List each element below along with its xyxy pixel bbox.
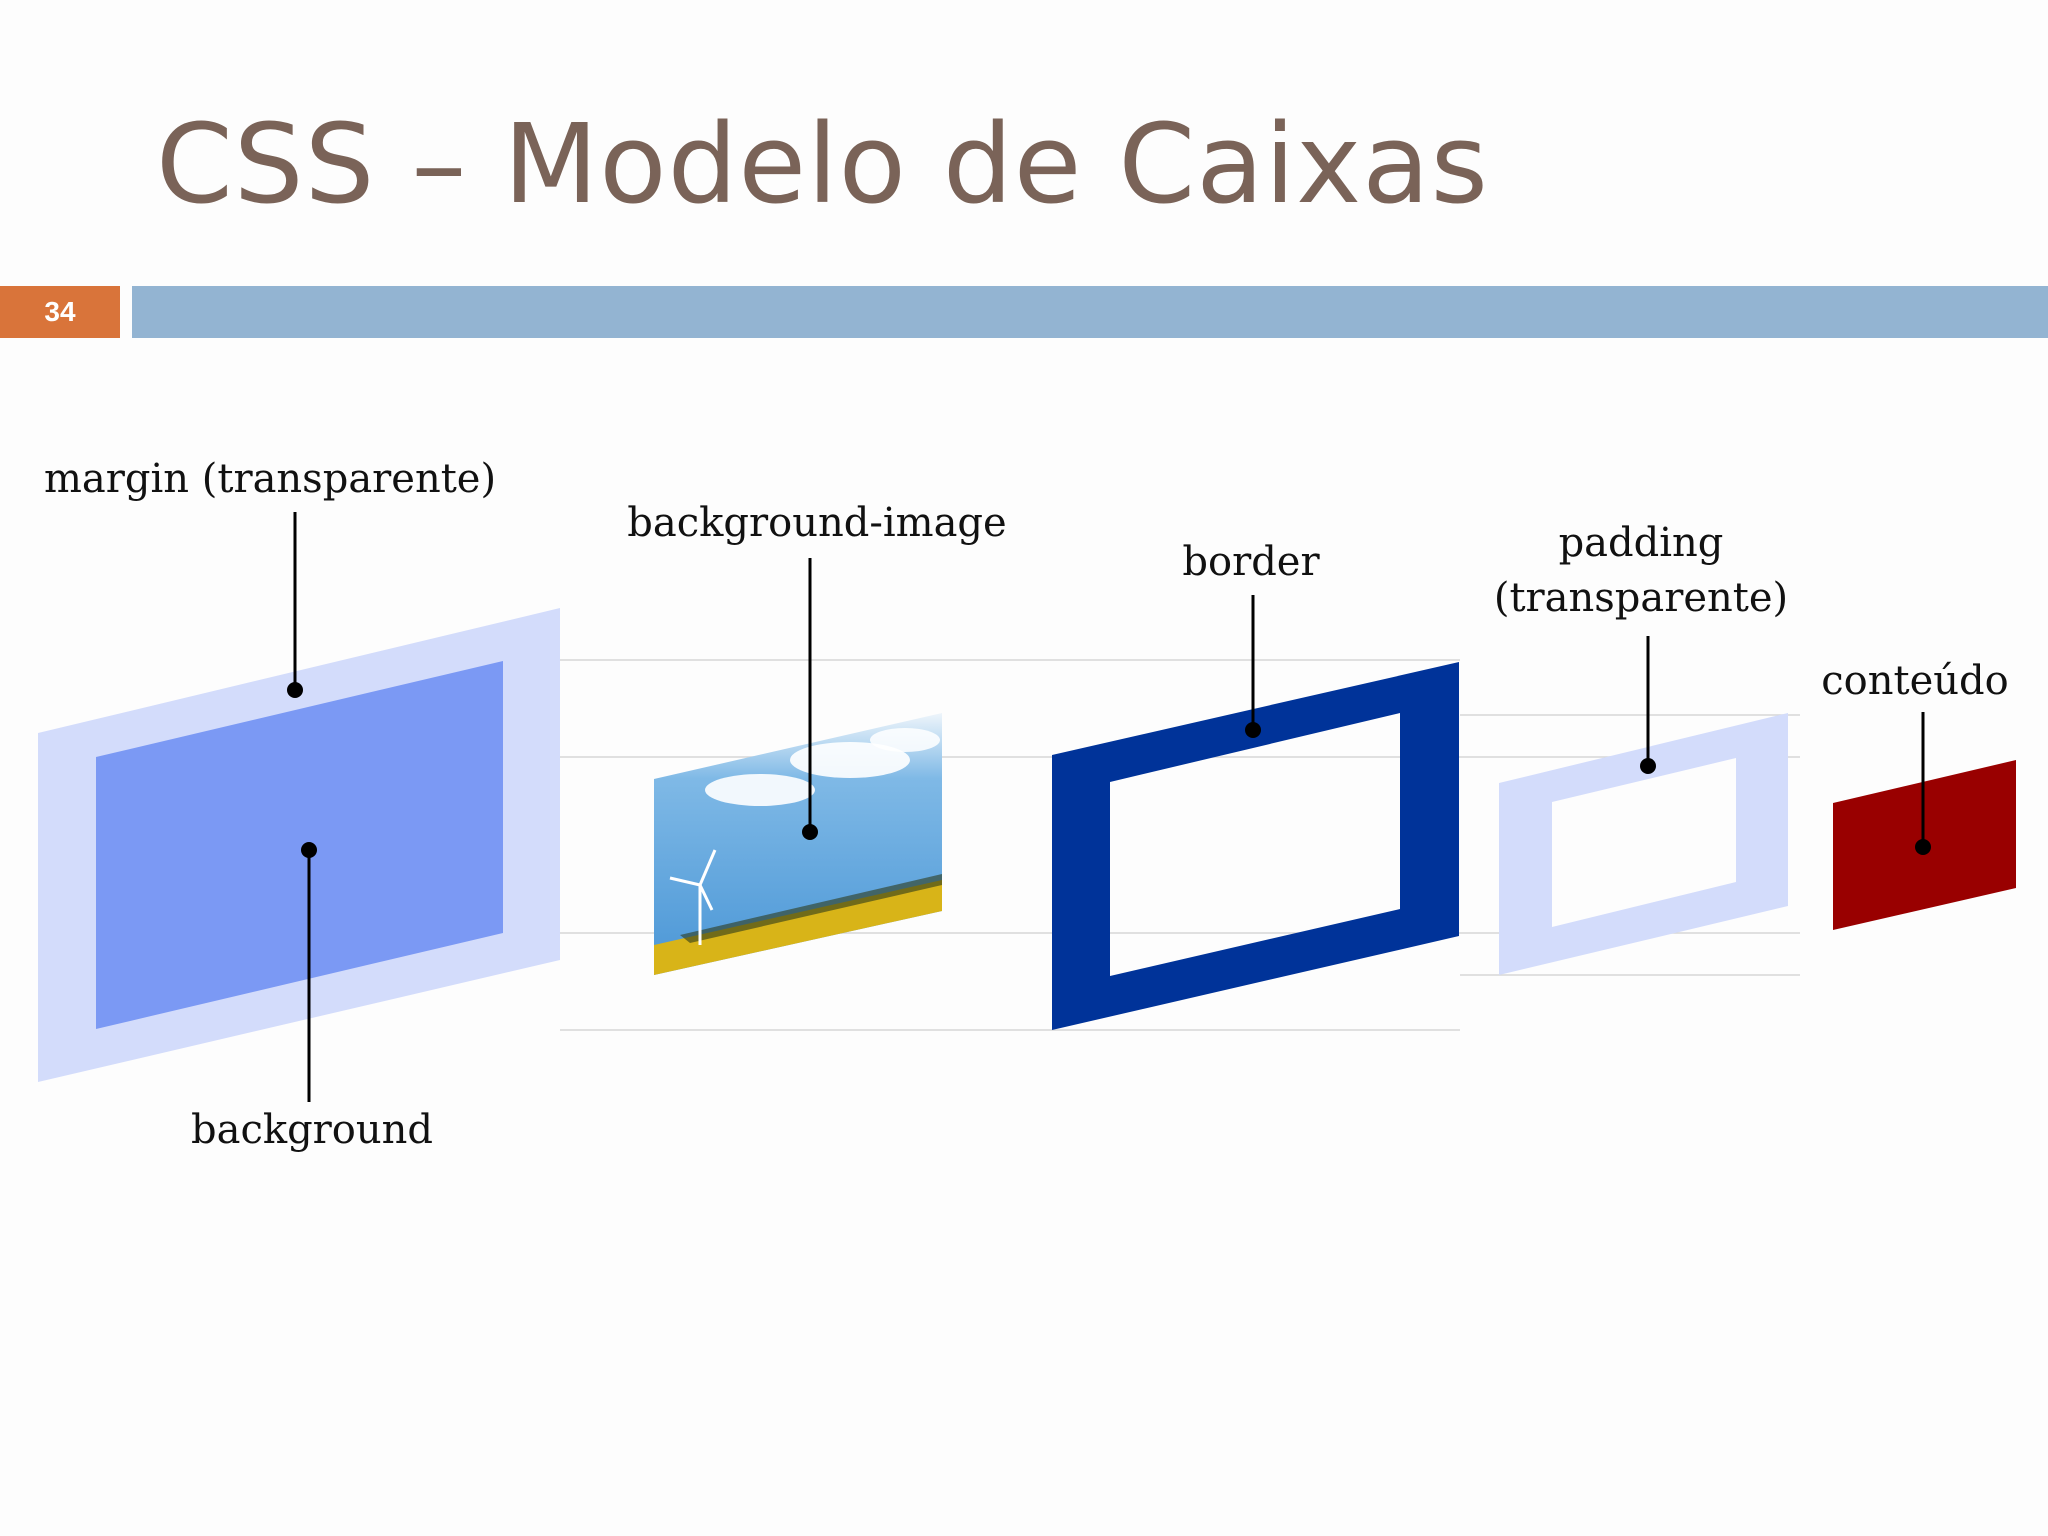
label-margin: margin (transparente) (44, 456, 496, 502)
label-padding: padding (1559, 520, 1724, 566)
title-underline-bar (132, 286, 2048, 338)
slide-number: 34 (0, 286, 120, 338)
label-content: conteúdo (1821, 658, 2008, 704)
background-image-layer (654, 713, 942, 975)
leader-dots (287, 682, 1931, 858)
slide-title: CSS – Modelo de Caixas (156, 100, 1489, 228)
label-padding-transparente: (transparente) (1494, 575, 1788, 621)
label-border: border (1182, 539, 1320, 585)
background-layer (96, 661, 503, 1029)
label-background-image: background-image (627, 500, 1006, 546)
border-layer (1052, 662, 1459, 1030)
padding-layer (1499, 713, 1788, 975)
box-model-diagram: margin (transparente) background backgro… (38, 456, 2016, 1153)
label-background: background (191, 1107, 433, 1153)
leader-lines (293, 512, 1925, 1102)
